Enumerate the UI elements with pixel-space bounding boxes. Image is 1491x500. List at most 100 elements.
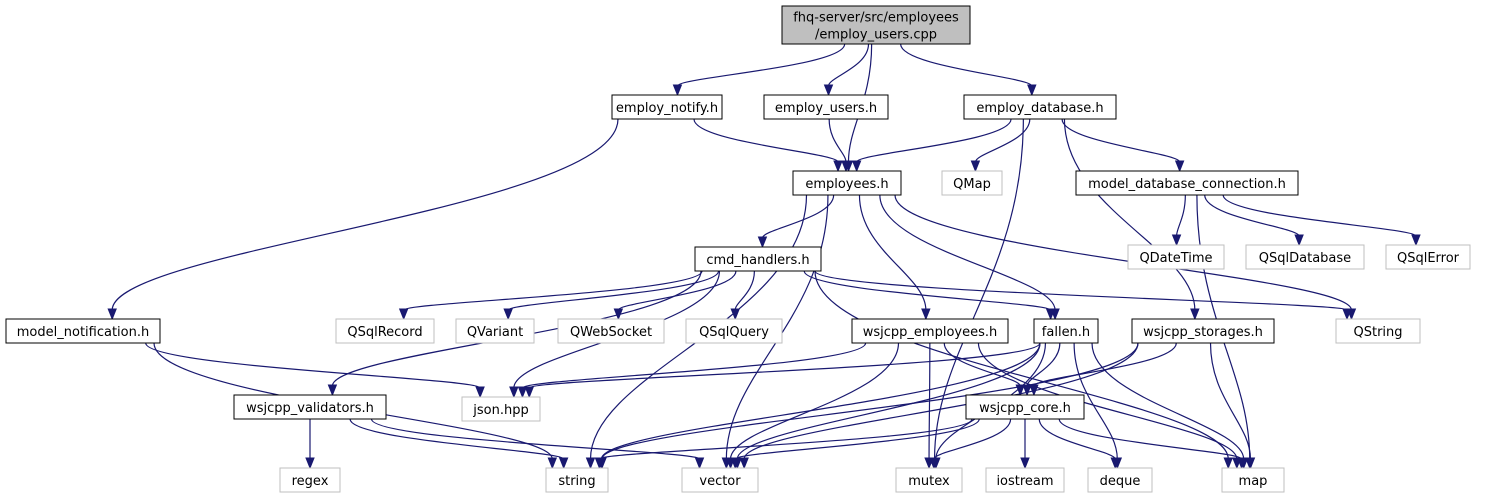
node-label: deque xyxy=(1100,474,1141,489)
edge-employ-database-to-wsjcpp-storages xyxy=(1063,118,1200,321)
node-model-notification[interactable]: model_notification.h xyxy=(5,318,161,344)
edge-line xyxy=(403,270,703,311)
node-string: string xyxy=(545,467,609,493)
edge-arrowhead xyxy=(1171,234,1182,247)
edge-arrowhead xyxy=(841,160,851,173)
node-wsjcpp-storages[interactable]: wsjcpp_storages.h xyxy=(1131,318,1275,344)
edge-line xyxy=(600,342,1041,460)
node-box xyxy=(1385,244,1471,270)
edge-arrowhead xyxy=(107,308,117,321)
node-wsjcpp-core[interactable]: wsjcpp_core.h xyxy=(965,394,1085,420)
node-wsjcpp-validators[interactable]: wsjcpp_validators.h xyxy=(233,394,387,420)
edge-employees-to-wsjcpp-employees xyxy=(858,194,931,321)
node-box xyxy=(792,170,902,196)
node-box xyxy=(1087,467,1153,493)
edge-root-to-employ-notify xyxy=(672,43,846,97)
edge-line xyxy=(521,342,867,389)
edge-line xyxy=(111,118,619,311)
edge-line xyxy=(676,43,846,87)
node-cmd-handlers[interactable]: cmd_handlers.h xyxy=(694,246,822,272)
node-box xyxy=(335,318,435,344)
node-box xyxy=(1221,467,1285,493)
edge-cmd-handlers-to-fallen xyxy=(803,270,1056,321)
node-label: regex xyxy=(292,474,329,489)
node-employ-notify[interactable]: employ_notify.h xyxy=(611,94,723,120)
node-label: QSqlQuery xyxy=(699,325,769,340)
node-label: model_database_connection.h xyxy=(1088,177,1286,192)
edge-arrowhead xyxy=(694,457,705,470)
edge-model-database-connection-to-qsqldatabase xyxy=(1204,194,1304,247)
node-box xyxy=(461,396,541,422)
node-box xyxy=(455,318,535,344)
edge-arrowhead xyxy=(823,84,834,97)
node-box xyxy=(694,246,822,272)
edge-model-database-connection-to-qsqlerror xyxy=(1222,194,1421,247)
edge-fallen-to-wsjcpp-core xyxy=(1022,342,1061,397)
node-label: employ_notify.h xyxy=(616,101,718,116)
node-employees[interactable]: employees.h xyxy=(792,170,902,196)
edge-line xyxy=(933,118,1024,460)
node-map: map xyxy=(1221,467,1285,493)
edge-employ-database-to-employees xyxy=(851,118,1012,173)
node-root[interactable]: fhq-server/src/employees/employ_users.cp… xyxy=(781,5,971,45)
node-label: wsjcpp_employees.h xyxy=(863,325,997,340)
edge-line xyxy=(856,118,1012,163)
edge-employees-to-cmd-handlers xyxy=(757,194,835,249)
node-label: /employ_users.cpp xyxy=(815,28,937,43)
edge-line xyxy=(977,342,1238,460)
edge-line xyxy=(879,194,1056,311)
edge-arrowhead xyxy=(1045,308,1056,321)
edge-arrowhead xyxy=(524,386,534,399)
edge-line xyxy=(803,270,1052,311)
node-label: iostream xyxy=(996,474,1053,489)
node-qsqlquery: QSqlQuery xyxy=(685,318,783,344)
edge-arrowhead xyxy=(509,386,519,399)
node-fallen[interactable]: fallen.h xyxy=(1033,318,1099,344)
node-qwebsocket: QWebSocket xyxy=(557,318,665,344)
node-label: QVariant xyxy=(467,325,523,340)
edge-model-notification-to-json xyxy=(145,342,485,399)
edge-line xyxy=(617,270,737,311)
node-label: QString xyxy=(1353,325,1402,340)
edge-line xyxy=(828,118,847,163)
node-box xyxy=(1127,244,1225,270)
node-box xyxy=(781,5,971,45)
edge-fallen-to-json xyxy=(524,342,1041,399)
edge-arrowhead xyxy=(305,457,315,470)
edge-arrowhead xyxy=(1020,457,1030,470)
edge-wsjcpp-core-to-iostream xyxy=(1020,418,1030,470)
node-label: json.hpp xyxy=(472,403,528,418)
edge-wsjcpp-validators-to-string xyxy=(349,418,569,470)
edge-arrowhead xyxy=(1190,308,1200,321)
node-label: employees.h xyxy=(805,177,888,192)
edge-line xyxy=(693,118,839,163)
node-wsjcpp-employees[interactable]: wsjcpp_employees.h xyxy=(851,318,1009,344)
node-model-database-connection[interactable]: model_database_connection.h xyxy=(1075,170,1299,196)
edge-line xyxy=(601,342,1139,460)
node-iostream: iostream xyxy=(985,467,1065,493)
edge-arrowhead xyxy=(929,457,939,470)
node-box xyxy=(895,467,963,493)
node-box xyxy=(685,318,783,344)
node-label: QDateTime xyxy=(1139,251,1212,266)
node-label: wsjcpp_validators.h xyxy=(246,401,374,416)
edge-line xyxy=(349,418,565,460)
node-label: map xyxy=(1239,474,1268,489)
node-employ-database[interactable]: employ_database.h xyxy=(963,94,1117,120)
edge-arrowhead xyxy=(558,457,569,470)
node-employ-users[interactable]: employ_users.h xyxy=(763,94,889,120)
node-qstring: QString xyxy=(1335,318,1421,344)
node-qsqlrecord: QSqlRecord xyxy=(335,318,435,344)
edge-wsjcpp-core-to-deque xyxy=(1038,418,1120,470)
edge-arrowhead xyxy=(503,308,513,321)
edge-arrowhead xyxy=(970,160,981,173)
edge-line xyxy=(528,342,1041,389)
node-box xyxy=(5,318,161,344)
node-box xyxy=(1335,318,1421,344)
node-box xyxy=(681,467,759,493)
node-deque: deque xyxy=(1087,467,1153,493)
edge-line xyxy=(814,270,1348,311)
edge-line xyxy=(1091,342,1245,460)
edge-line xyxy=(1058,418,1243,460)
edge-line xyxy=(736,342,1041,460)
